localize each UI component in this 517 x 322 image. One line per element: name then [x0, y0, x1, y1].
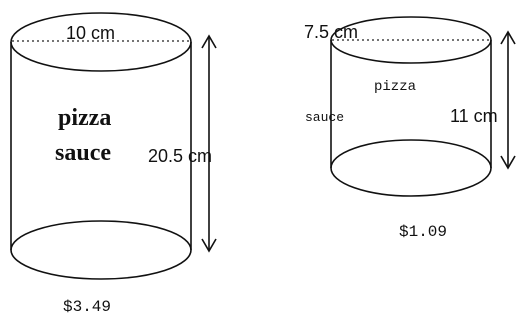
- small-can-price: $1.09: [399, 223, 447, 241]
- small-can-height-label: 11 cm: [450, 106, 498, 126]
- large-can-height-label: 20.5 cm: [148, 146, 212, 166]
- large-can-bottom-ellipse: [10, 220, 192, 280]
- large-can-label-line2: sauce: [55, 140, 111, 166]
- large-can: 10 cm pizza sauce 20.5 cm: [10, 12, 212, 280]
- small-can-label-line2: sauce: [305, 110, 344, 125]
- large-can-height-arrow: [201, 34, 217, 253]
- small-can: 7.5 cm pizza sauce 11 cm: [304, 16, 498, 197]
- small-can-bottom-ellipse: [330, 139, 492, 197]
- small-can-label-line1: pizza: [374, 79, 416, 95]
- large-can-diameter-label: 10 cm: [66, 23, 115, 43]
- small-can-height-arrow: [500, 30, 516, 170]
- large-can-label-line1: pizza: [58, 105, 111, 131]
- small-can-diameter-label: 7.5 cm: [304, 22, 358, 42]
- large-can-price: $3.49: [63, 298, 111, 316]
